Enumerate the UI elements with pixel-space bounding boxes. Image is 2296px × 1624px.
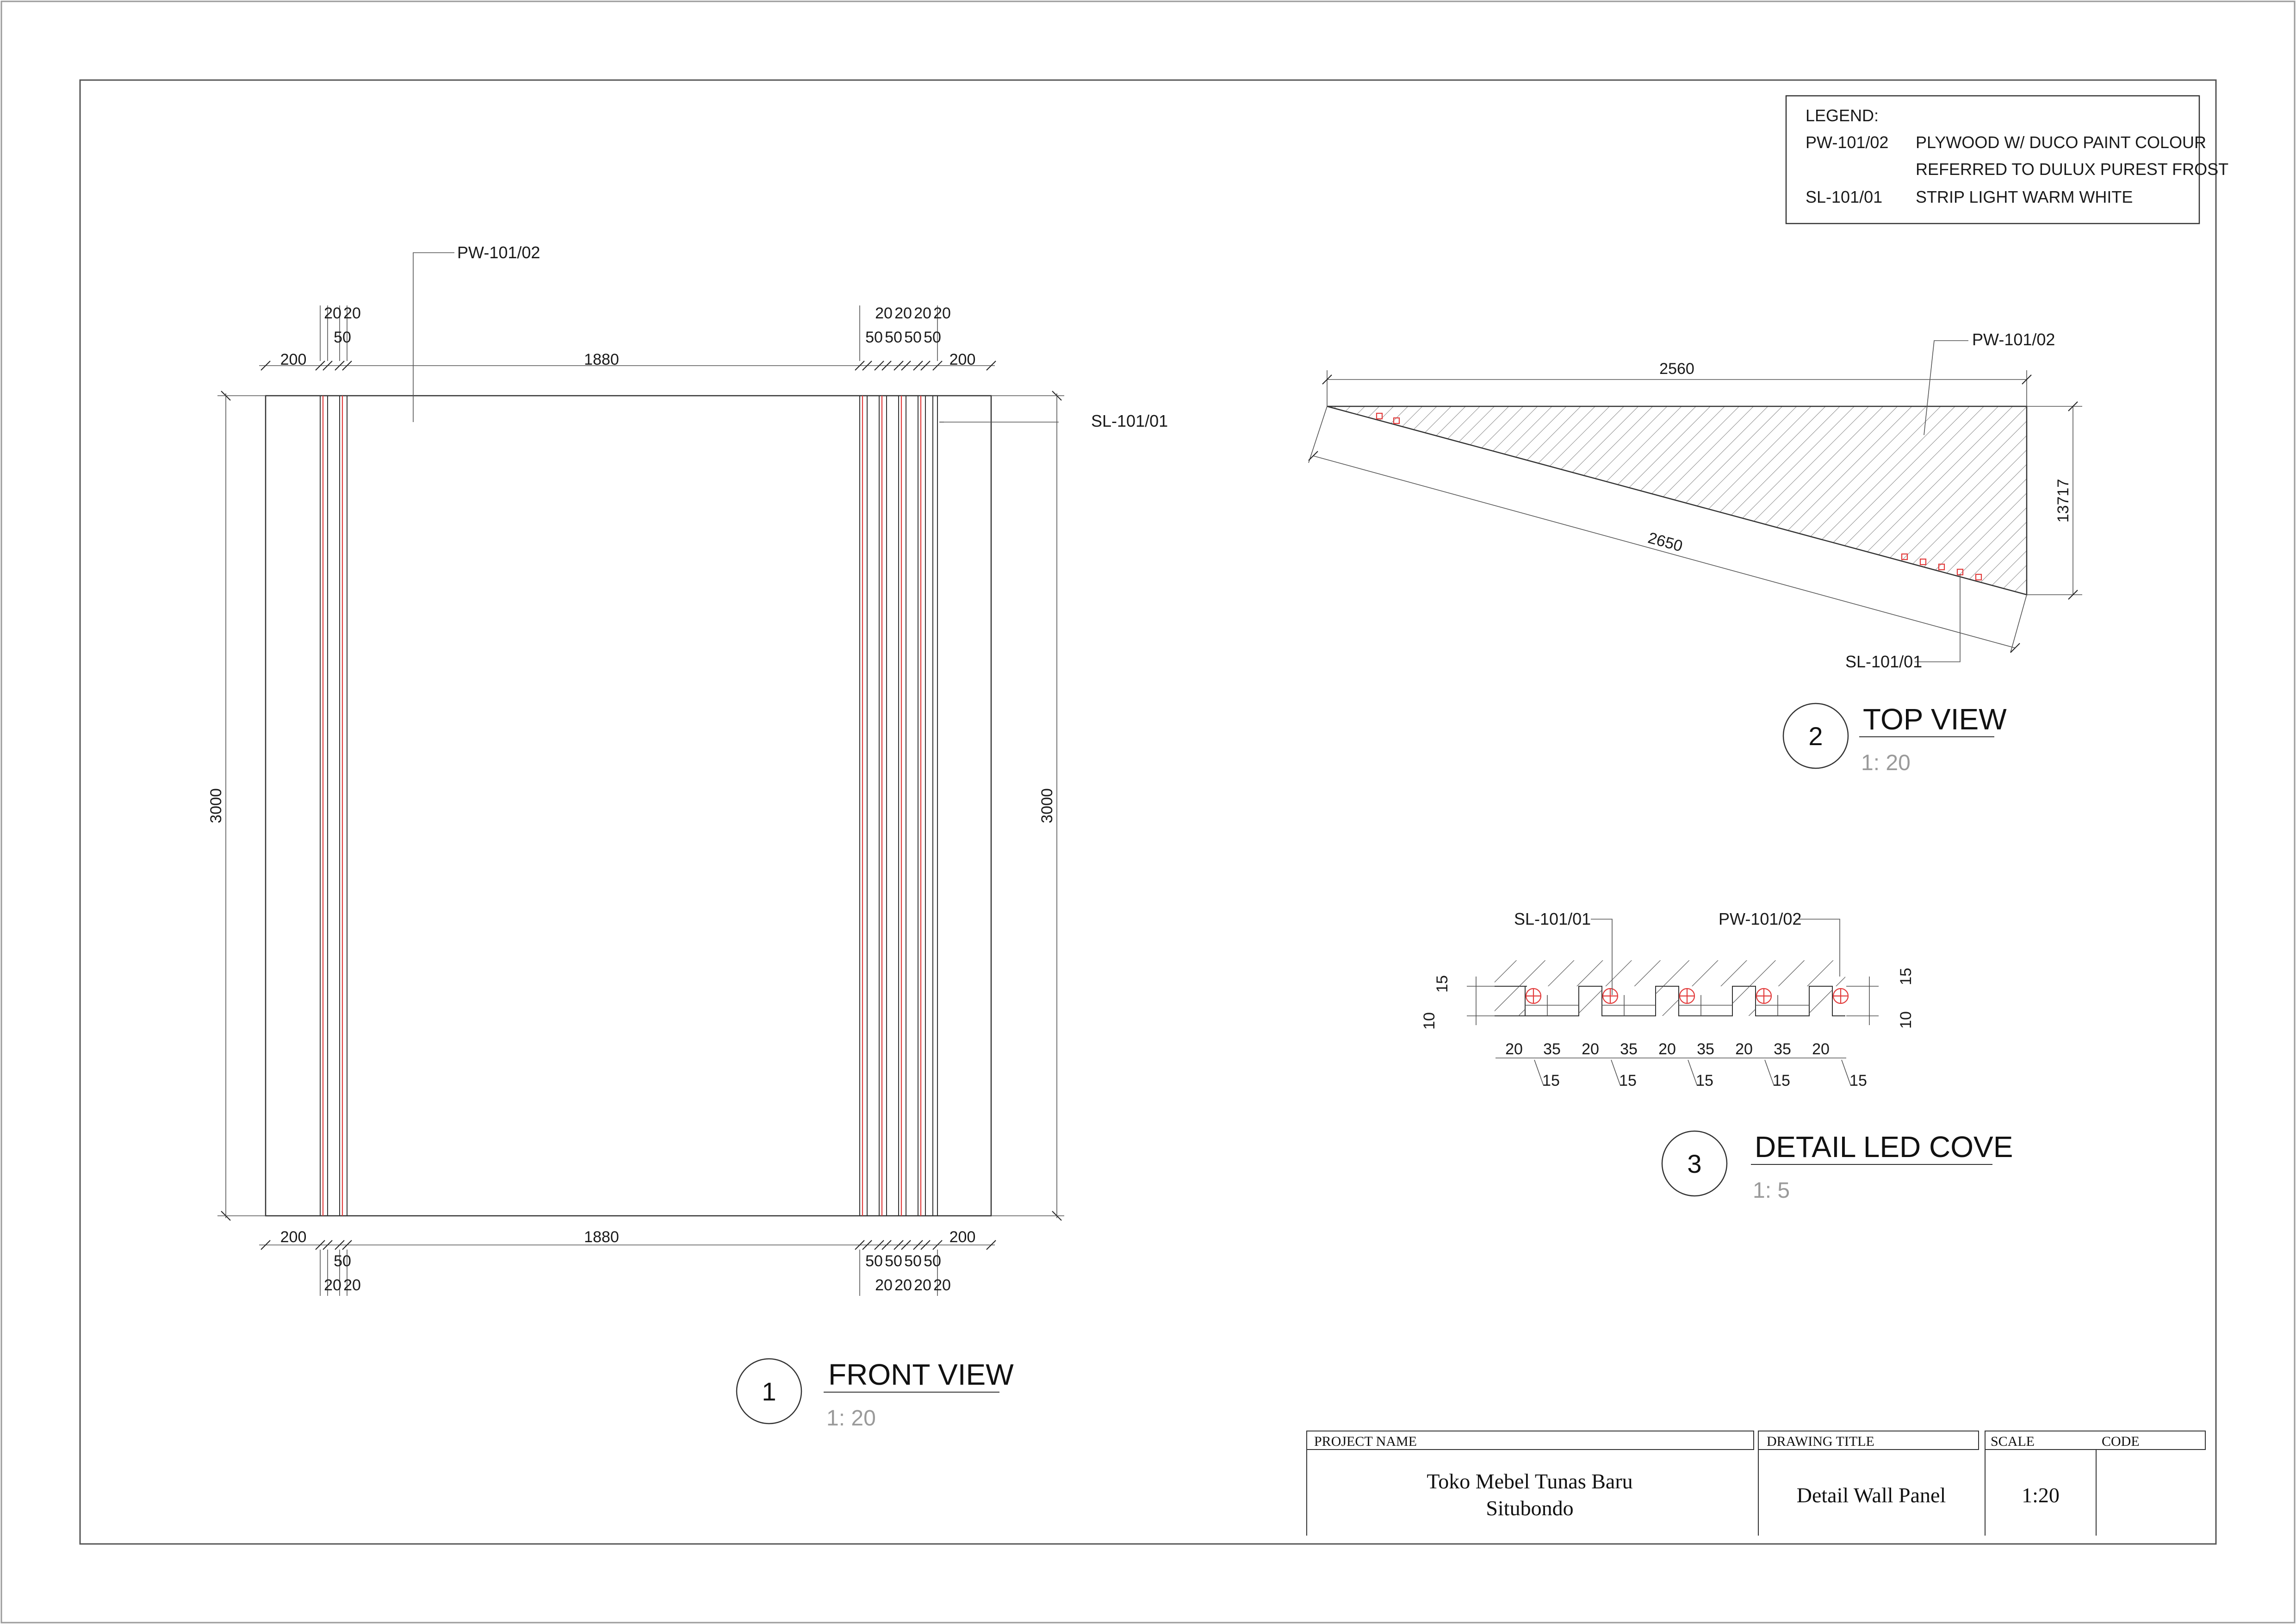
- view-scale: 1: 5: [1753, 1178, 1790, 1203]
- dim-label: 2650: [1646, 529, 1684, 555]
- callout-label: PW-101/02: [1719, 909, 1801, 928]
- callout-label: PW-101/02: [1972, 330, 2055, 349]
- dim-label: 50: [334, 1252, 351, 1270]
- title-block: PROJECT NAME Toko Mebel Tunas Baru Situb…: [1306, 1431, 2206, 1536]
- dim-label: 20: [1735, 1040, 1753, 1058]
- dim-label: 50: [885, 329, 902, 346]
- dim-label: 3000: [207, 788, 225, 823]
- callout-label: SL-101/01: [1091, 411, 1168, 430]
- dim-label: 20: [324, 1276, 341, 1294]
- dim-label: 35: [1697, 1040, 1714, 1058]
- project-location: Situbondo: [1486, 1496, 1573, 1520]
- legend-code: SL-101/01: [1806, 187, 1882, 206]
- dim-label: 20: [343, 1276, 361, 1294]
- dim-label: 15: [1433, 975, 1451, 993]
- top-view-panel: [1327, 405, 2028, 596]
- dim-label: 35: [1774, 1040, 1791, 1058]
- dim-label: 3000: [1038, 788, 1056, 823]
- dim-label: 20: [343, 305, 361, 322]
- dim-label: 20: [894, 1276, 912, 1294]
- dim-label: 200: [280, 351, 307, 368]
- legend: LEGEND: PW-101/02 PLYWOOD W/ DUCO PAINT …: [1785, 95, 2228, 224]
- dim-label: 15: [1542, 1072, 1560, 1089]
- dim-label: 35: [1620, 1040, 1638, 1058]
- dim-label: 15: [1696, 1072, 1713, 1089]
- dim-label: 200: [280, 1228, 307, 1246]
- dim-label: 20: [875, 1276, 893, 1294]
- legend-title: LEGEND:: [1806, 106, 1879, 125]
- dim-label: 20: [1505, 1040, 1523, 1058]
- dim-label: 50: [334, 329, 351, 346]
- dim-label: 50: [904, 329, 922, 346]
- legend-desc: REFERRED TO DULUX PUREST FROST: [1916, 160, 2228, 179]
- dim-label: 20: [914, 1276, 931, 1294]
- dim-label: 35: [1543, 1040, 1561, 1058]
- dim-label: 15: [1773, 1072, 1790, 1089]
- dim-label: 50: [924, 1252, 941, 1270]
- project-name: Toko Mebel Tunas Baru: [1427, 1469, 1632, 1493]
- dim-label: 20: [914, 305, 931, 322]
- view-number-bubble: [1661, 1130, 1728, 1197]
- view-number: 3: [1687, 1149, 1701, 1178]
- legend-code: PW-101/02: [1806, 133, 1888, 152]
- detail-led-cove: 20 35 20 35 20 35 20 35 20 15 15 15 15 1…: [1421, 909, 2013, 1203]
- dim-label: 13717: [2054, 479, 2072, 523]
- dim-label: 10: [1421, 1012, 1438, 1030]
- dim-label: 20: [933, 1276, 951, 1294]
- dim-label: 20: [1582, 1040, 1599, 1058]
- callout-label: PW-101/02: [457, 243, 540, 262]
- dim-label: 2560: [1659, 360, 1694, 378]
- scale-label: SCALE: [1991, 1434, 2035, 1449]
- dim-label: 50: [904, 1252, 922, 1270]
- callout-label: SL-101/01: [1514, 909, 1591, 928]
- dim-label: 50: [865, 1252, 883, 1270]
- dim-label: 20: [324, 305, 341, 322]
- front-view: 200 20 20 50 1880 50 50 50 50 20 20 20 2…: [207, 243, 1168, 1431]
- dim-label: 20: [1658, 1040, 1676, 1058]
- view-number-bubble: [1782, 703, 1849, 769]
- view-number-bubble: [736, 1358, 802, 1425]
- dim-label: 50: [885, 1252, 902, 1270]
- drawing-scale: 1:20: [2022, 1483, 2060, 1507]
- view-number: 1: [762, 1377, 776, 1406]
- project-name-label: PROJECT NAME: [1314, 1434, 1417, 1449]
- dim-label: 1880: [584, 1228, 619, 1246]
- dim-label: 20: [894, 305, 912, 322]
- dim-label: 10: [1897, 1011, 1915, 1029]
- view-number: 2: [1808, 722, 1823, 751]
- dim-label: 20: [1812, 1040, 1830, 1058]
- dim-label: 200: [949, 1228, 976, 1246]
- inner-border: [79, 79, 2217, 1545]
- dim-label: 50: [865, 329, 883, 346]
- dim-label: 50: [924, 329, 941, 346]
- dim-label: 20: [875, 305, 893, 322]
- callout-label: SL-101/01: [1845, 652, 1922, 671]
- dim-label: 15: [1897, 968, 1915, 985]
- dim-label: 1880: [584, 351, 619, 368]
- legend-desc: STRIP LIGHT WARM WHITE: [1916, 187, 2133, 206]
- view-title: TOP VIEW: [1863, 703, 2007, 736]
- dim-label: 200: [949, 351, 976, 368]
- legend-desc: PLYWOOD W/ DUCO PAINT COLOUR: [1916, 133, 2206, 152]
- strip-light-markers: [1376, 412, 1982, 581]
- view-scale: 1: 20: [826, 1406, 876, 1431]
- drawing-title-label: DRAWING TITLE: [1767, 1434, 1874, 1449]
- dim-ticks: [261, 361, 996, 371]
- front-panel-outline: [265, 395, 992, 1217]
- code-label: CODE: [2102, 1434, 2140, 1449]
- led-strip-symbols: [1525, 988, 1849, 1004]
- drawing-title: Detail Wall Panel: [1797, 1483, 1946, 1507]
- view-title: DETAIL LED COVE: [1755, 1130, 2013, 1164]
- dim-label: 15: [1849, 1072, 1867, 1089]
- view-scale: 1: 20: [1861, 751, 1911, 775]
- dim-label: 20: [933, 305, 951, 322]
- top-view: 2560 13717 2650 PW-101/02 SL-101/01 2 TO…: [1308, 330, 2082, 775]
- view-title: FRONT VIEW: [828, 1358, 1014, 1391]
- dim-label: 15: [1619, 1072, 1637, 1089]
